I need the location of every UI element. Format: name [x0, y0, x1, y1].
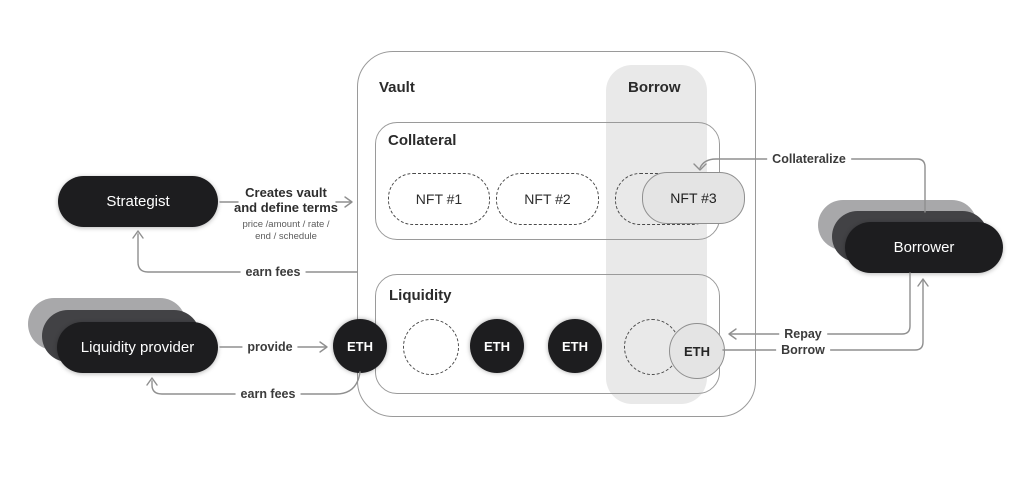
earn-fees-top-label: earn fees [240, 264, 306, 280]
repay-label: Repay [779, 326, 827, 342]
eth-label: ETH [347, 338, 373, 354]
eth-coin-provided: ETH [333, 319, 387, 373]
nft-3-token: NFT #3 [642, 172, 745, 224]
terms-note-line2: end / schedule [255, 231, 317, 242]
creates-vault-annotation: Creates vault and define terms price /am… [230, 185, 342, 243]
provide-label: provide [242, 339, 298, 355]
wire-repay [729, 272, 911, 335]
nft-2-slot: NFT #2 [496, 173, 599, 225]
eth-label: ETH [562, 338, 588, 354]
arrowhead-earn-fees-lp [146, 377, 158, 386]
terms-note-line1: price /amount / rate / [242, 219, 330, 230]
creates-vault-line2: and define terms [233, 200, 339, 215]
eth-label: ETH [484, 338, 510, 354]
nft-2-label: NFT #2 [524, 191, 571, 207]
strategist-label: Strategist [106, 193, 170, 210]
arrowhead-borrow [917, 278, 929, 287]
arrowhead-earn-fees-strategist [132, 230, 144, 239]
collateral-title: Collateral [388, 132, 457, 149]
borrow-label: Borrow [776, 342, 830, 358]
strategist-node: Strategist [58, 176, 218, 227]
liquidity-provider-label: Liquidity provider [80, 339, 195, 356]
eth-coin-borrowed: ETH [669, 323, 725, 379]
arrowhead-provide [319, 341, 328, 353]
borrower-node: Borrower [845, 222, 1003, 273]
nft-3-label: NFT #3 [670, 190, 717, 206]
eth-coin-2: ETH [470, 319, 524, 373]
creates-vault-line1: Creates vault [245, 185, 327, 200]
arrowhead-creates-vault [344, 196, 353, 208]
eth-coin-3: ETH [548, 319, 602, 373]
borrower-label: Borrower [893, 239, 955, 256]
eth-empty-slot-1 [403, 319, 459, 375]
liquidity-title: Liquidity [389, 287, 452, 304]
nft-1-slot: NFT #1 [388, 173, 490, 225]
borrow-column-title: Borrow [628, 79, 681, 96]
liquidity-provider-node: Liquidity provider [57, 322, 218, 373]
earn-fees-bottom-label: earn fees [235, 386, 301, 402]
collateralize-label: Collateralize [767, 151, 851, 167]
vault-title: Vault [379, 79, 415, 96]
nft-1-label: NFT #1 [415, 191, 463, 207]
eth-label: ETH [684, 343, 710, 359]
